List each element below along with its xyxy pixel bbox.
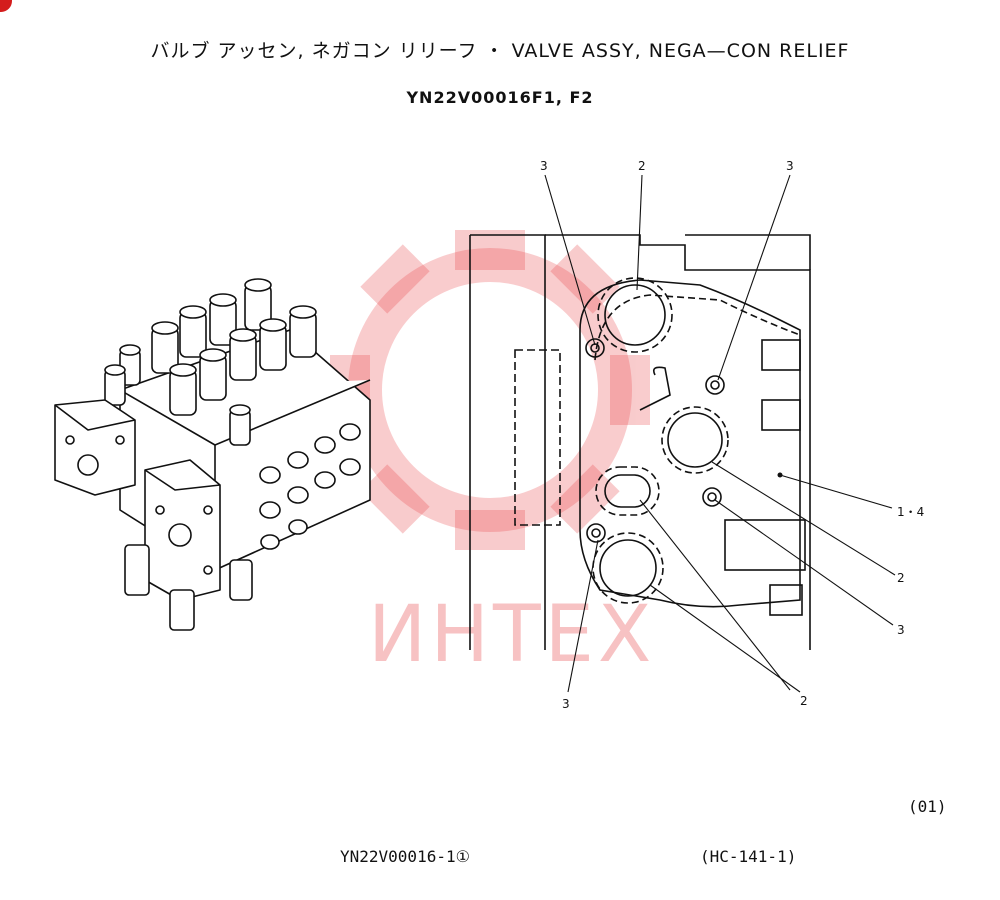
watermark-text: ИНТЕХ (368, 590, 656, 680)
callout-right-lower: 3 (897, 623, 905, 637)
part-number: YN22V00016F1, F2 (406, 88, 594, 107)
diagram-title: バルブ アッセン, ネガコン リリーフ ・ VALVE ASSY, NEGA—C… (150, 40, 850, 62)
sheet-reference: (HC-141-1) (700, 847, 797, 866)
drawing-id: YN22V00016-1① (340, 847, 470, 866)
valve-block-illustration (54, 278, 371, 631)
page-code: (01) (908, 797, 947, 816)
callout-top-center: 2 (638, 159, 646, 173)
callout-top-left: 3 (540, 159, 548, 173)
callout-right-main: 1・4 (897, 505, 924, 519)
callout-right-mid: 2 (897, 571, 905, 585)
callout-bottom-left: 3 (562, 697, 570, 711)
callout-top-right: 3 (786, 159, 794, 173)
callout-bottom-right: 2 (800, 694, 808, 708)
